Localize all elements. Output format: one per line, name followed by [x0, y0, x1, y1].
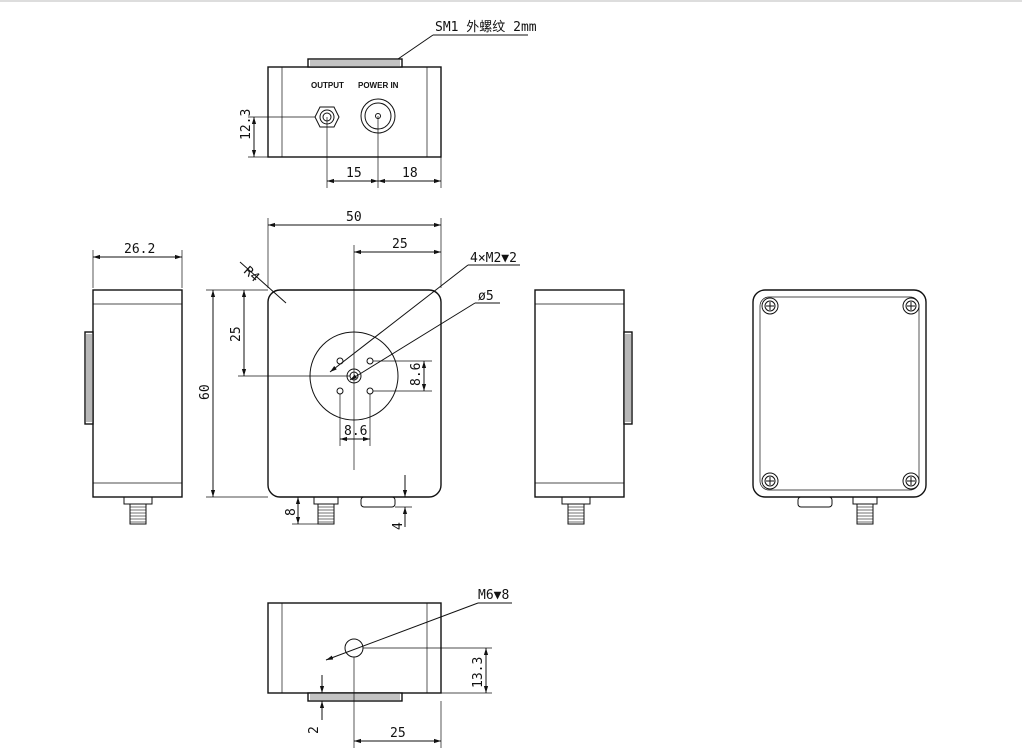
screw-icon — [902, 297, 920, 315]
dim-pitch-8-6-horizontal: 8.6 — [344, 424, 367, 439]
left-side-view: 26.2 — [84, 242, 183, 525]
power-in-label: POWER IN — [358, 81, 399, 90]
sm1-thread-label: SM1 外螺纹 2mm — [435, 20, 537, 35]
dim-offset-25-top: 25 — [392, 237, 408, 252]
dim-gap-4: 4 — [391, 522, 406, 530]
center-hole — [346, 368, 362, 384]
dim-pitch-8-6-vertical: 8.6 — [409, 363, 424, 386]
output-connector-bottom — [313, 496, 339, 525]
screw-icon — [761, 472, 779, 490]
power-connector-bottom — [360, 496, 396, 508]
hole-dia-label: ø5 — [478, 289, 494, 304]
dim-height-60: 60 — [198, 384, 213, 400]
dim-top-15: 15 — [346, 166, 362, 181]
back-view — [752, 289, 927, 525]
screw-icon — [761, 297, 779, 315]
dim-width-50: 50 — [346, 210, 362, 225]
lens-mount-circle — [309, 331, 399, 421]
dim-connector-8: 8 — [284, 508, 299, 516]
dim-top-18: 18 — [402, 166, 418, 181]
dim-bottom-2: 2 — [307, 726, 322, 734]
top-view: OUTPUT POWER IN SM1 外螺纹 2mm 12.3 15 18 — [239, 20, 537, 188]
dim-depth-26-2: 26.2 — [124, 242, 155, 257]
right-side-view — [534, 289, 633, 525]
dim-offset-25-left: 25 — [229, 326, 244, 342]
screw-icon — [902, 472, 920, 490]
dim-bottom-13-3: 13.3 — [471, 657, 486, 688]
radius-label: R4 — [240, 264, 262, 286]
dim-bottom-25: 25 — [390, 726, 406, 741]
bottom-view: M6▼8 13.3 2 25 — [267, 588, 512, 748]
front-view: 50 25 R4 60 25 4×M2▼2 ø5 — [198, 210, 520, 530]
output-label: OUTPUT — [311, 81, 344, 90]
m6-label: M6▼8 — [478, 588, 509, 603]
dim-top-height: 12.3 — [239, 109, 254, 140]
holes-label: 4×M2▼2 — [470, 251, 517, 266]
